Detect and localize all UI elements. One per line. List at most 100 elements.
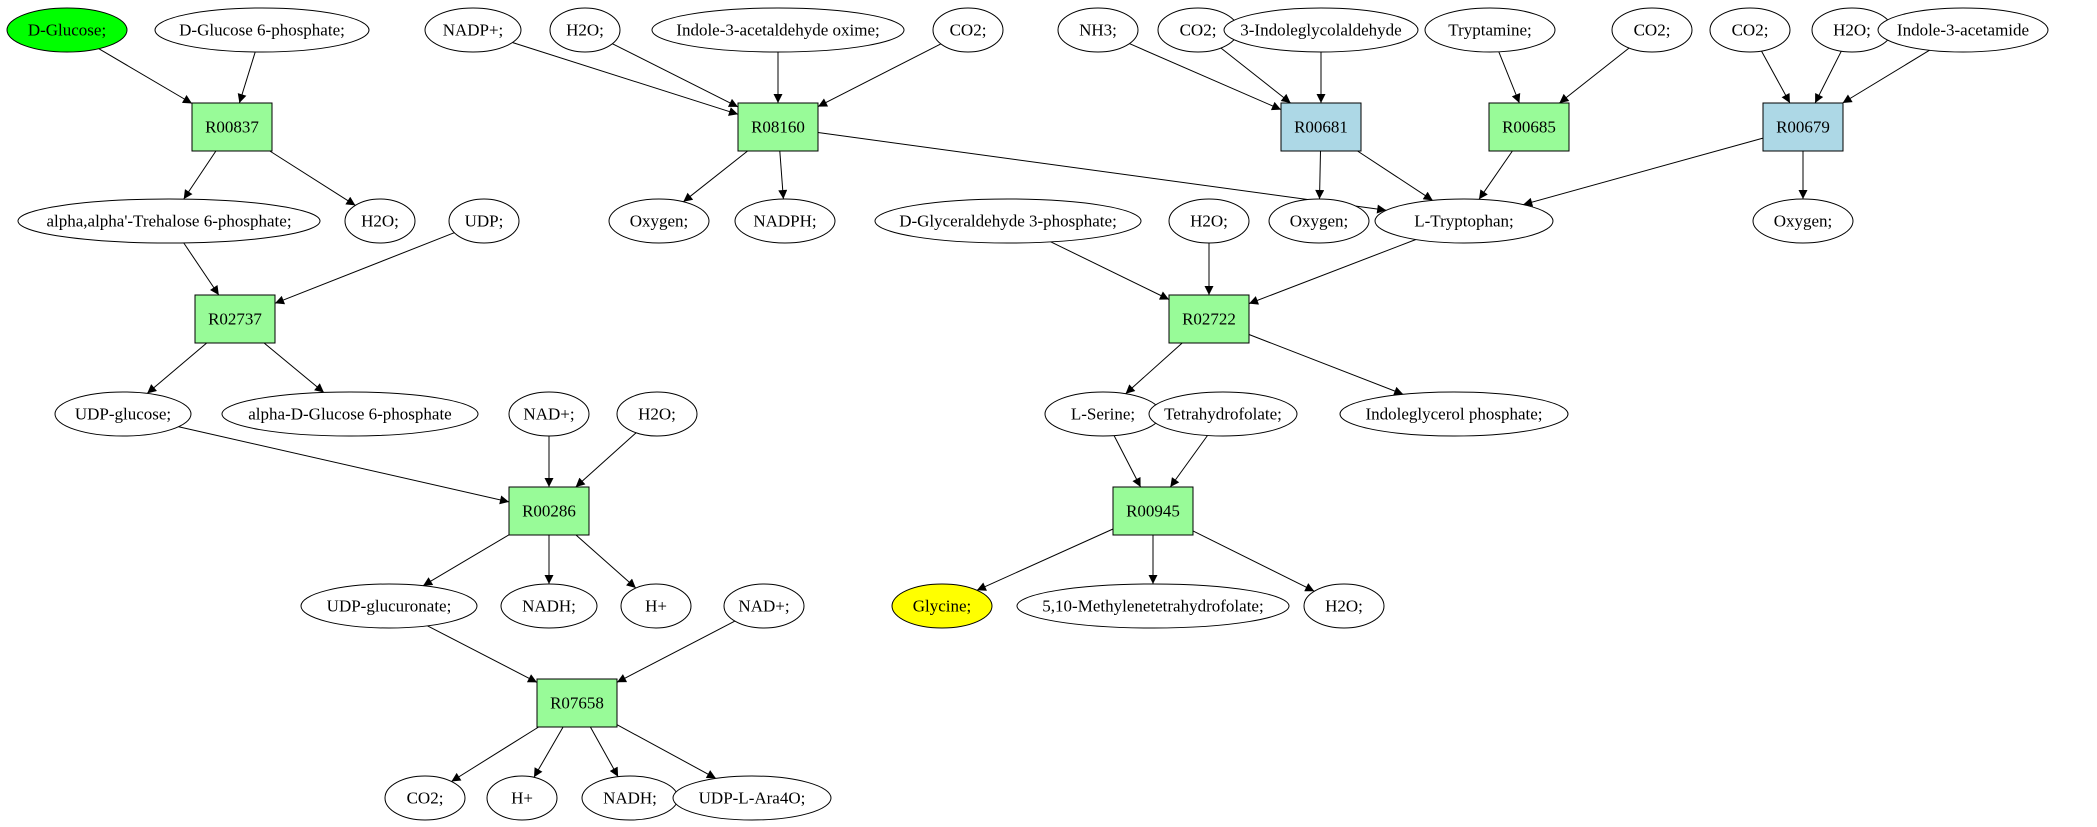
- compound-ellipse: [1424, 7, 1556, 53]
- node-label: NADPH;: [753, 212, 816, 231]
- compound-node: 3-Indoleglycolaldehyde: [1223, 7, 1419, 53]
- compound-node: CO2;: [932, 7, 1004, 53]
- compound-node: Oxygen;: [1752, 198, 1854, 244]
- compound-ellipse: [1752, 198, 1854, 244]
- edge-arrow: [1113, 435, 1142, 488]
- edge-arrow: [1814, 50, 1842, 104]
- node-label: CO2;: [1180, 21, 1217, 40]
- compound-ellipse: [1016, 583, 1290, 629]
- edge-arrow: [274, 232, 455, 305]
- compound-ellipse: [1268, 198, 1370, 244]
- compound-node: CO2;: [1157, 7, 1239, 53]
- edge-arrow: [1559, 47, 1630, 104]
- node-label: alpha,alpha'-Trehalose 6-phosphate;: [46, 212, 291, 231]
- compound-node: Oxygen;: [608, 198, 710, 244]
- compound-node: UDP-glucuronate;: [300, 583, 478, 629]
- reaction-node: R00945: [1112, 486, 1194, 536]
- node-label: R00681: [1294, 118, 1348, 137]
- reaction-node: R00681: [1280, 102, 1362, 152]
- edge-arrow: [1169, 435, 1208, 488]
- compound-ellipse: [1057, 7, 1139, 53]
- compound-node: H+: [486, 775, 558, 821]
- compound-ellipse: [344, 198, 416, 244]
- node-label: NAD+;: [738, 597, 789, 616]
- node-label: UDP-L-Ara4O;: [699, 789, 806, 808]
- compound-node: NADPH;: [734, 198, 836, 244]
- node-label: R00679: [1776, 118, 1830, 137]
- node-label: NADH;: [522, 597, 576, 616]
- compound-ellipse: [672, 775, 832, 821]
- reaction-box: [1112, 486, 1194, 536]
- node-label: 5,10-Methylenetetrahydrofolate;: [1042, 597, 1263, 616]
- reaction-box: [191, 102, 273, 152]
- reaction-node: R08160: [737, 102, 819, 152]
- node-label: NH3;: [1079, 21, 1117, 40]
- compound-ellipse: [734, 198, 836, 244]
- edge-arrow: [269, 150, 356, 206]
- compound-ellipse: [1611, 7, 1693, 53]
- compound-node: H+: [620, 583, 692, 629]
- compound-node: Indoleglycerol phosphate;: [1339, 391, 1569, 437]
- compound-ellipse: [932, 7, 1004, 53]
- compound-node: NAD+;: [508, 391, 590, 437]
- compound-ellipse: [486, 775, 558, 821]
- node-label: H+: [645, 597, 667, 616]
- node-label: Indole-3-acetaldehyde oxime;: [676, 21, 879, 40]
- reaction-node: R02737: [194, 294, 276, 344]
- node-label: UDP-glucose;: [75, 405, 171, 424]
- edge-arrow: [1842, 49, 1930, 104]
- node-label: H2O;: [1833, 21, 1871, 40]
- compound-node: NAD+;: [723, 583, 805, 629]
- compound-ellipse: [620, 583, 692, 629]
- node-label: Glycine;: [913, 597, 972, 616]
- compound-node: H2O;: [549, 7, 621, 53]
- node-label: Oxygen;: [630, 212, 689, 231]
- edge-arrow: [817, 43, 942, 108]
- compound-ellipse: [54, 391, 192, 437]
- node-label: H2O;: [1325, 597, 1363, 616]
- target-compound-node: Glycine;: [891, 583, 993, 629]
- edge-arrow: [1248, 334, 1404, 396]
- node-label: R00685: [1502, 118, 1556, 137]
- reaction-node: R00685: [1488, 102, 1570, 152]
- compound-ellipse: [1168, 198, 1250, 244]
- edge-arrow: [451, 726, 539, 782]
- compound-ellipse: [1303, 583, 1385, 629]
- edge-arrow: [616, 620, 736, 683]
- node-label: H+: [511, 789, 533, 808]
- edge-arrow: [237, 51, 256, 104]
- compound-ellipse: [1709, 7, 1791, 53]
- compound-ellipse: [1148, 391, 1298, 437]
- compound-node: alpha-D-Glucose 6-phosphate: [221, 391, 479, 437]
- compound-node: Oxygen;: [1268, 198, 1370, 244]
- compound-ellipse: [1374, 198, 1554, 244]
- compound-node: NADH;: [581, 775, 679, 821]
- compound-node: NH3;: [1057, 7, 1139, 53]
- node-label: NAD+;: [523, 405, 574, 424]
- compound-node: L-Tryptophan;: [1374, 198, 1554, 244]
- reaction-node: R00837: [191, 102, 273, 152]
- node-label: Oxygen;: [1774, 212, 1833, 231]
- compound-node: D-Glyceraldehyde 3-phosphate;: [874, 198, 1142, 244]
- node-label: NADP+;: [443, 21, 504, 40]
- node-label: D-Glyceraldehyde 3-phosphate;: [899, 212, 1117, 231]
- node-label: Indole-3-acetamide: [1897, 21, 2029, 40]
- edge-arrow: [178, 426, 510, 505]
- compound-ellipse: [424, 7, 522, 53]
- edge-arrow: [1248, 239, 1417, 305]
- reaction-box: [508, 486, 590, 536]
- compound-ellipse: [1223, 7, 1419, 53]
- compound-node: L-Serine;: [1044, 391, 1162, 437]
- node-label: D-Glucose 6-phosphate;: [179, 21, 345, 40]
- edge-arrow: [533, 726, 564, 778]
- node-label: NADH;: [603, 789, 657, 808]
- edge-arrow: [263, 342, 325, 393]
- node-label: Tetrahydrofolate;: [1164, 405, 1282, 424]
- edge-arrow: [427, 625, 538, 683]
- node-label: UDP;: [465, 212, 504, 231]
- compound-node: alpha,alpha'-Trehalose 6-phosphate;: [17, 198, 321, 244]
- edge-arrow: [1220, 47, 1291, 104]
- edge-arrow: [422, 534, 510, 587]
- node-label: R02722: [1182, 310, 1236, 329]
- node-label: 3-Indoleglycolaldehyde: [1240, 21, 1401, 40]
